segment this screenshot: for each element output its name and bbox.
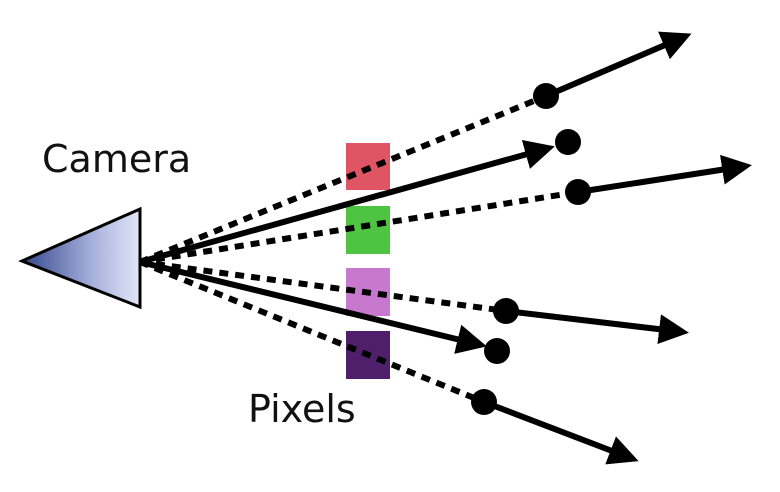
pixel-column xyxy=(346,143,390,379)
solid-ray-upper xyxy=(139,139,555,265)
dotted-ray-4 xyxy=(138,259,486,405)
dot-1 xyxy=(533,83,559,109)
dotted-ray-3 xyxy=(139,259,507,314)
dotted-rays xyxy=(138,93,579,405)
solid-rays xyxy=(139,139,555,354)
arrow-ray-1 xyxy=(544,31,692,99)
dot-3 xyxy=(565,179,591,205)
pixels-label: Pixels xyxy=(248,387,356,431)
arrow-ray-3 xyxy=(505,308,689,345)
camera-triangle-icon xyxy=(18,206,142,310)
intersection-dots xyxy=(471,83,591,415)
dot-2 xyxy=(555,129,581,155)
arrow-ray-2 xyxy=(577,154,752,195)
arrow-ray-4 xyxy=(482,399,639,465)
camera-label: Camera xyxy=(42,137,192,181)
dot-6 xyxy=(471,389,497,415)
dot-4 xyxy=(493,298,519,324)
dotted-ray-1 xyxy=(138,93,548,265)
continuation-arrows xyxy=(482,31,752,465)
dot-5 xyxy=(484,338,510,364)
solid-ray-lower xyxy=(139,259,487,354)
dotted-ray-2 xyxy=(139,189,579,265)
